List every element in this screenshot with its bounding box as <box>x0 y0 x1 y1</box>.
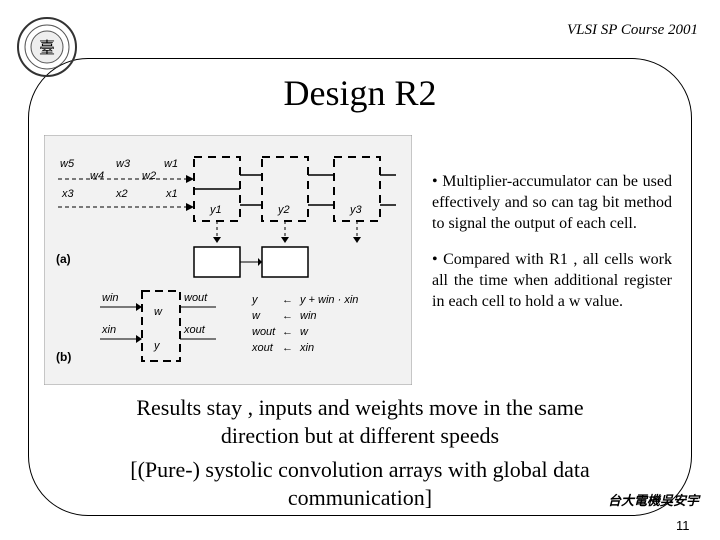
seal-glyph: 臺 <box>39 39 55 57</box>
label-b: (b) <box>56 350 71 364</box>
accumulator-box-2 <box>261 246 309 278</box>
equation-2-op: ← <box>282 310 293 322</box>
equation-4-lhs: xout <box>251 342 274 354</box>
port-wout: wout <box>184 292 208 304</box>
label-a: (a) <box>56 252 71 266</box>
equation-1-op: ← <box>282 294 293 306</box>
cell-equations: y ← y + win · xin w ← win wout ← w xout … <box>251 294 358 354</box>
equation-3-rhs: w <box>300 326 309 338</box>
port-win-arrow <box>136 303 142 311</box>
bullet-list: • Multiplier-accumulator can be used eff… <box>432 172 672 329</box>
bullet-item-2: • Compared with R1 , all cells work all … <box>432 251 672 310</box>
equation-3-op: ← <box>282 326 293 338</box>
port-xout: xout <box>183 324 206 336</box>
equation-4-op: ← <box>282 342 293 354</box>
output-y1: y1 <box>209 204 222 216</box>
weight-w2: w2 <box>142 170 156 182</box>
port-xin-arrow <box>136 335 142 343</box>
equation-2-lhs: w <box>252 310 261 322</box>
slide-frame <box>28 58 692 516</box>
weight-w4: w4 <box>90 170 104 182</box>
register-w: w <box>154 306 163 318</box>
weight-w5: w5 <box>60 158 75 170</box>
author-name: 台大電機吳安宇 <box>608 493 700 508</box>
systolic-array-figure: w5 w3 w1 w4 w2 x3 x2 x1 y1 y2 y3 (a) win… <box>44 135 412 385</box>
input-stream-arrow <box>186 203 194 211</box>
output-tap-arrows <box>213 237 361 243</box>
systolic-note: [(Pure-) systolic convolution arrays wit… <box>130 457 590 510</box>
accumulator-link-arrow <box>258 258 262 266</box>
bullet-item-1: • Multiplier-accumulator can be used eff… <box>432 173 672 232</box>
input-x2: x2 <box>115 188 128 200</box>
cell-links <box>194 174 396 206</box>
weight-stream-arrow <box>186 175 194 183</box>
accumulator-box-1 <box>193 246 241 278</box>
weight-w3: w3 <box>116 158 131 170</box>
input-x3: x3 <box>61 188 75 200</box>
equation-2-rhs: win <box>300 310 317 322</box>
course-name: VLSI SP Course 2001 <box>567 22 698 38</box>
equation-3-lhs: wout <box>252 326 276 338</box>
input-x1: x1 <box>165 188 178 200</box>
equation-1-rhs: y + win · xin <box>299 294 358 306</box>
weight-w1: w1 <box>164 158 178 170</box>
register-y: y <box>153 340 161 352</box>
equation-4-rhs: xin <box>299 342 314 354</box>
output-y2: y2 <box>277 204 290 216</box>
output-y3: y3 <box>349 204 363 216</box>
slide-title: Design R2 <box>0 72 720 114</box>
port-xin: xin <box>101 324 116 336</box>
port-win: win <box>102 292 119 304</box>
equation-1-lhs: y <box>251 294 259 306</box>
results-text: Results stay , inputs and weights move i… <box>136 395 584 448</box>
page-number: 11 <box>676 518 690 533</box>
university-seal-logo: 臺 <box>17 17 77 77</box>
slide-title-text: Design R2 <box>277 73 443 113</box>
cell-detail-box <box>141 290 181 362</box>
